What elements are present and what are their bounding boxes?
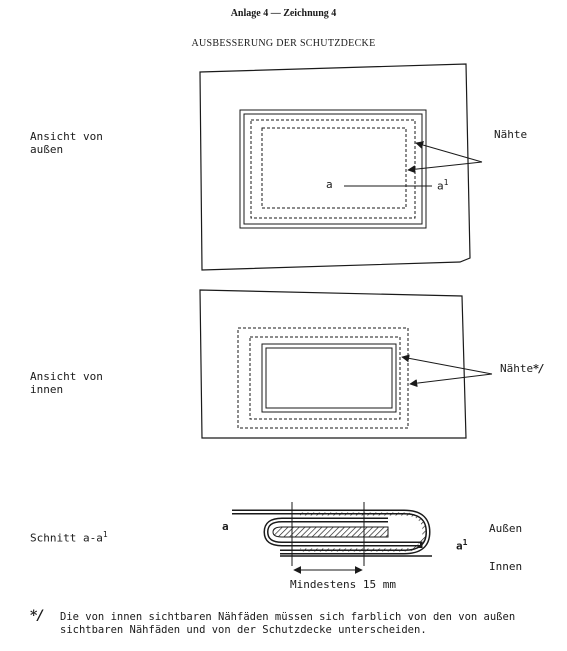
section-right-mark: a1 [456, 538, 467, 553]
seam-arrow-inside-2 [409, 373, 493, 388]
inside-cut-inner [265, 347, 393, 409]
inside-seam-inner [249, 336, 401, 420]
line-end-text: a [437, 179, 444, 193]
section-hatched-band [300, 512, 426, 552]
seams-label-inside-text: Nähte [500, 362, 534, 375]
outside-view [199, 63, 483, 271]
page-header: Anlage 4 — Zeichnung 4 [230, 8, 337, 19]
section-right-text: a [456, 539, 463, 553]
line-start-label: a [326, 178, 333, 191]
line-end-sup: 1 [443, 178, 449, 187]
inside-cover-sheet [199, 289, 467, 439]
footnote-text: Die von innen sichtbaren Nähfäden müssen… [60, 611, 516, 636]
seam-arrow-inside-1 [401, 354, 493, 375]
line-end-label: a1 [437, 178, 448, 193]
seam-arrow-outside-1 [415, 141, 483, 163]
view-inside-label: Ansicht von innen [30, 370, 103, 396]
seams-label-outside: Nähte [494, 128, 528, 141]
outside-seam-inner [261, 127, 407, 209]
inside-view [199, 289, 493, 439]
section-left-mark: a [222, 520, 229, 533]
seams-label-inside: Nähte*/ [500, 362, 543, 375]
section-view [232, 502, 432, 574]
inside-label: Innen [489, 560, 523, 573]
seams-footnote-mark: */ [533, 362, 543, 375]
outside-label: Außen [489, 522, 523, 535]
inside-cut-outer [261, 343, 397, 413]
section-label-sup: 1 [102, 530, 108, 539]
section-hatched-core [272, 526, 389, 538]
section-label: Schnitt a-a1 [30, 528, 108, 545]
inside-seam-outer [237, 327, 409, 429]
outside-patch-outer [239, 109, 427, 229]
outside-seam-outer [250, 119, 416, 219]
drawing-title: AUSBESSERUNG DER SCHUTZDECKE [191, 38, 376, 49]
seam-arrow-outside-2 [407, 161, 483, 174]
view-outside-label: Ansicht von außen [30, 130, 103, 156]
outside-cover-sheet [199, 63, 471, 271]
min-length-label: Mindestens 15 mm [290, 578, 396, 591]
footnote-mark: */ [30, 608, 43, 624]
outside-patch-inner [243, 113, 423, 225]
section-label-text: Schnitt a-a [30, 531, 103, 545]
section-right-sup: 1 [462, 538, 468, 547]
